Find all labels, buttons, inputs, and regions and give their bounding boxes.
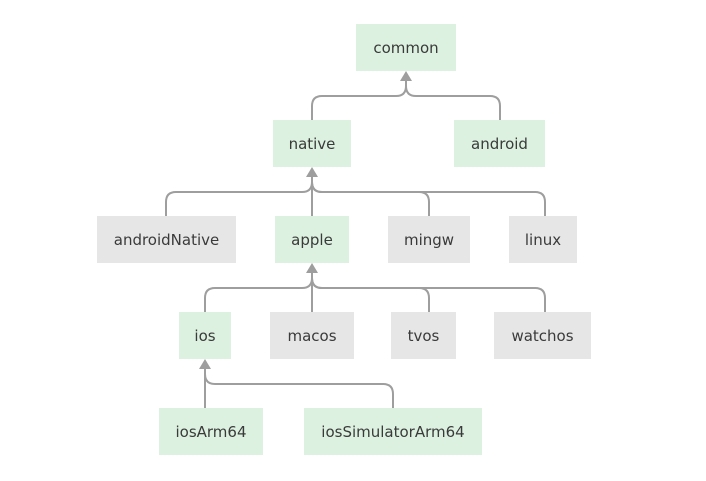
node-ios: ios (179, 312, 231, 359)
node-macos: macos (270, 312, 354, 359)
arrowhead-common (400, 71, 412, 81)
arrowhead-apple (306, 263, 318, 273)
arrowhead-ios (199, 359, 211, 369)
node-iosSimulatorArm64: iosSimulatorArm64 (304, 408, 482, 455)
node-tvos: tvos (391, 312, 456, 359)
edge-android-to-common (405, 73, 501, 121)
node-androidNative: androidNative (97, 216, 236, 263)
node-linux: linux (509, 216, 577, 263)
node-mingw: mingw (388, 216, 470, 263)
arrowhead-native (306, 167, 318, 177)
edge-watchos-to-apple (311, 265, 546, 313)
node-android: android (454, 120, 545, 167)
node-common: common (356, 24, 456, 71)
edge-iosSimulatorArm64-to-ios (204, 361, 394, 409)
edge-androidNative-to-native (165, 169, 313, 217)
edge-native-to-common (311, 73, 407, 121)
node-native: native (273, 120, 351, 167)
node-iosArm64: iosArm64 (159, 408, 263, 455)
node-apple: apple (275, 216, 349, 263)
node-watchos: watchos (494, 312, 591, 359)
edge-ios-to-apple (204, 265, 313, 313)
edge-linux-to-native (311, 169, 546, 217)
